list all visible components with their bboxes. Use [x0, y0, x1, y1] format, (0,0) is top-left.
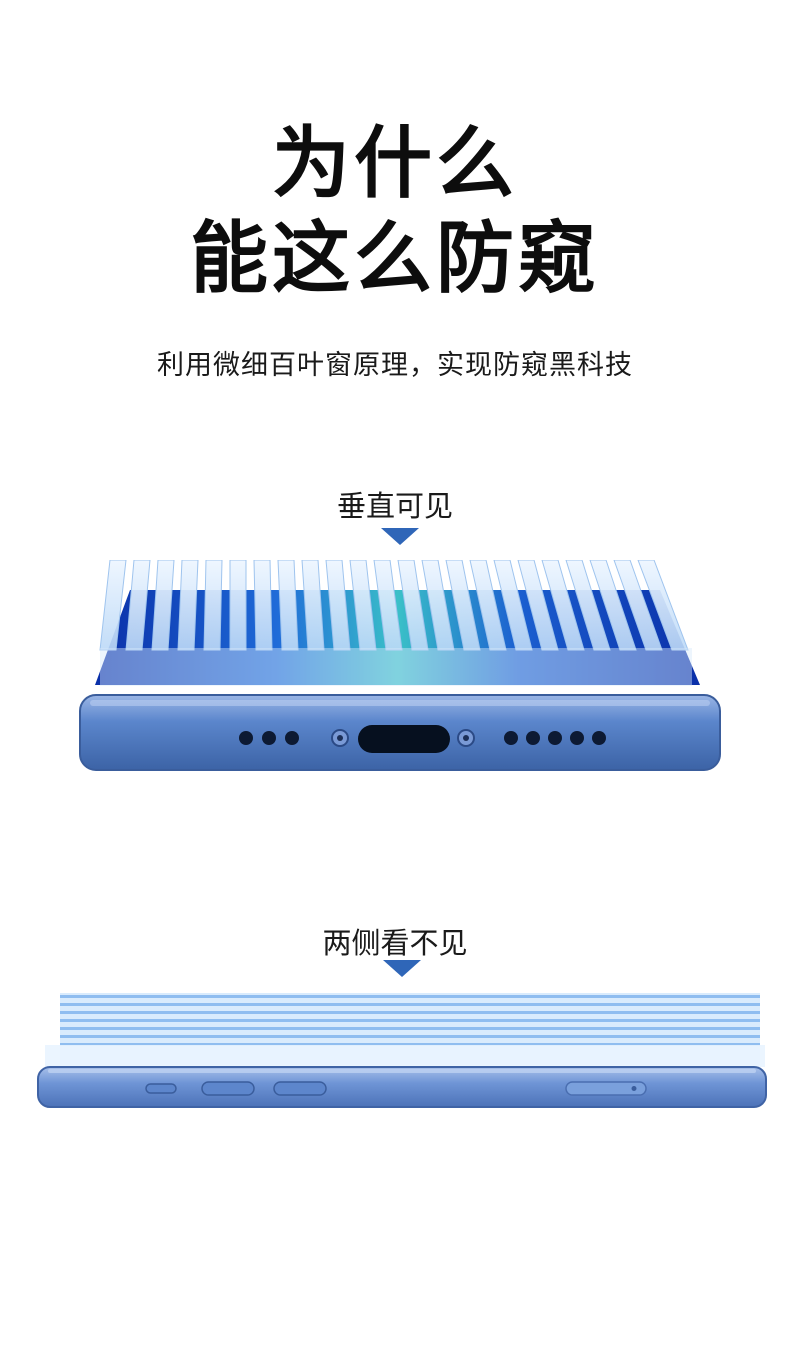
mute-switch — [145, 1083, 177, 1094]
speaker-holes-right — [504, 731, 606, 745]
headline-line-2: 能这么防窥 — [189, 214, 600, 304]
subtitle: 利用微细百叶窗原理，实现防窥黑科技 — [157, 350, 633, 381]
sim-pin-hole — [631, 1086, 637, 1091]
screw-right-icon — [457, 729, 475, 747]
speaker-holes-left — [239, 731, 299, 745]
volume-down-button — [273, 1081, 327, 1096]
charging-port — [358, 725, 450, 753]
label-side-invisible: 两侧看不见 — [322, 926, 468, 960]
phone-side-louver-illustration — [37, 993, 767, 1108]
arrow-down-icon — [381, 528, 419, 545]
phone-front-louver-illustration — [79, 560, 721, 771]
louver-fins — [99, 560, 692, 686]
louver-layers — [45, 993, 765, 1067]
arrow-down-icon — [383, 960, 421, 977]
screw-left-icon — [331, 729, 349, 747]
sim-tray — [565, 1081, 647, 1096]
headline-line-1: 为什么 — [271, 119, 518, 209]
label-vertical-visible: 垂直可见 — [336, 489, 453, 523]
volume-up-button — [201, 1081, 255, 1096]
phone-side-frame — [37, 1066, 767, 1108]
